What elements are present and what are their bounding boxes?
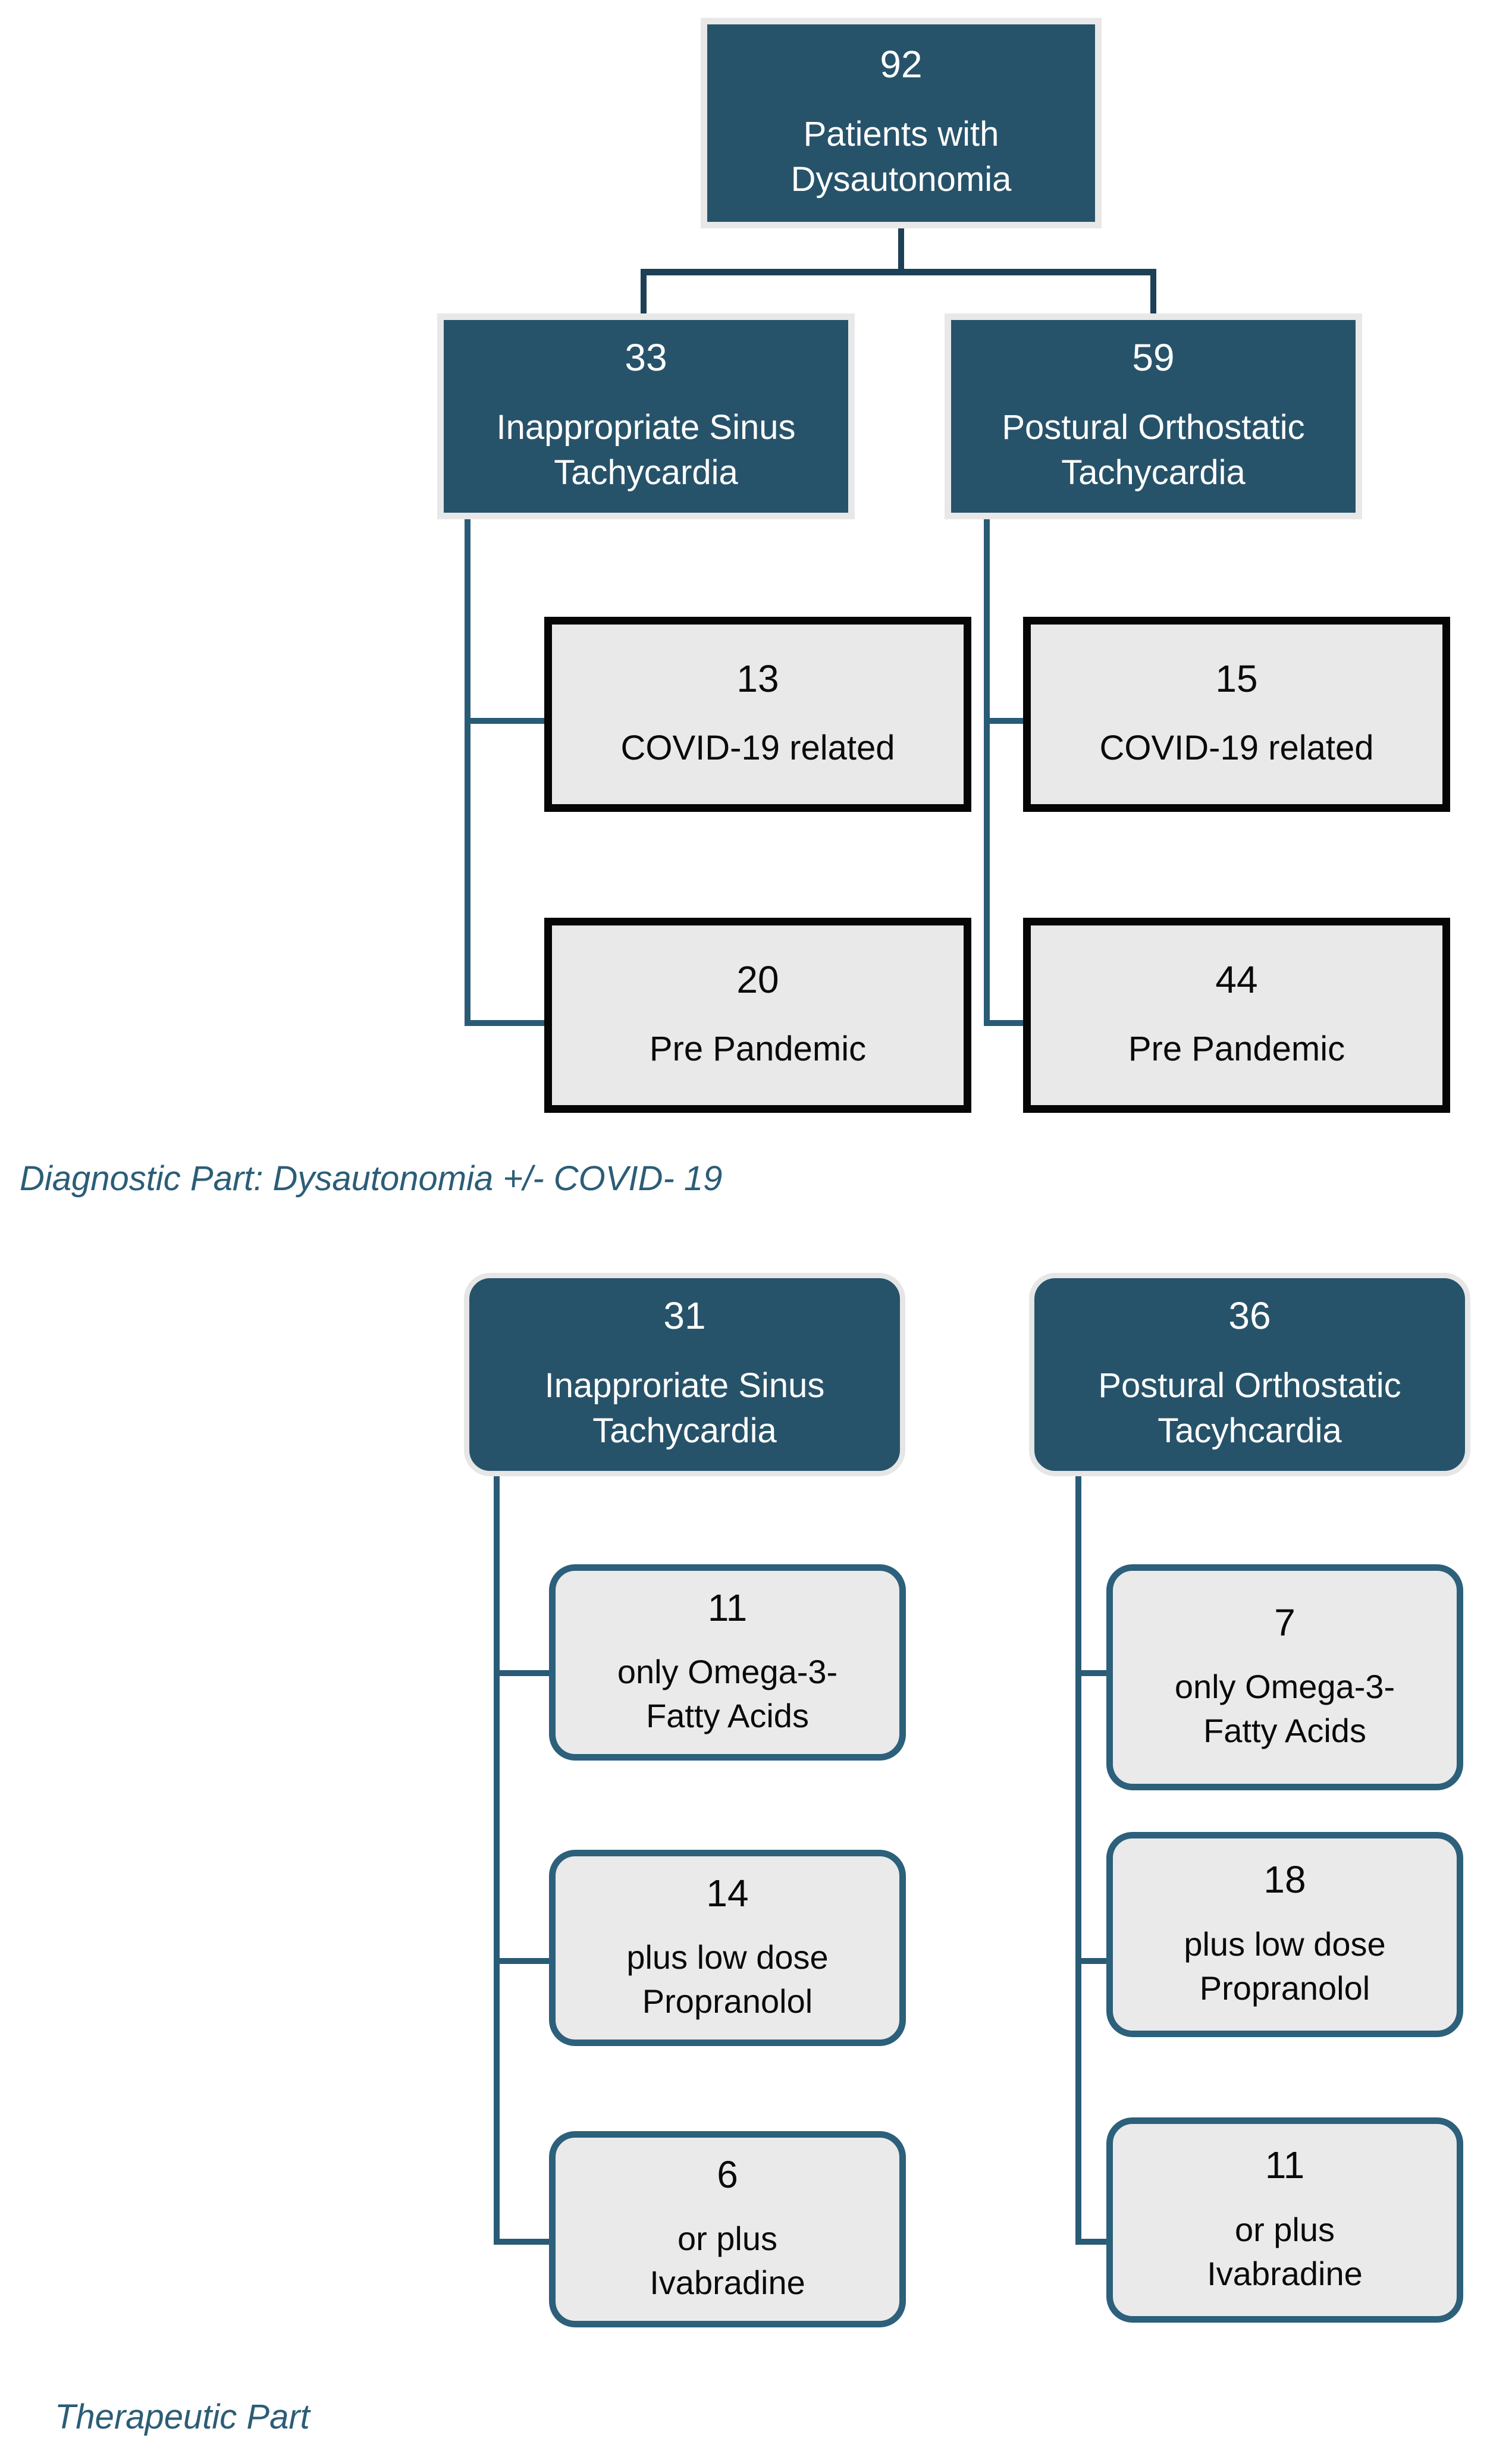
connector-pot-branch-prepandemic — [984, 1020, 1023, 1026]
node-count: 31 — [663, 1294, 706, 1338]
node-label: only Omega-3- Fatty Acids — [1174, 1668, 1395, 1750]
therapeutic-part-label: Therapeutic Part — [55, 2398, 310, 2436]
node-label: Pre Pandemic — [649, 1029, 867, 1068]
node-count: 18 — [1263, 1858, 1306, 1902]
node-label: Inappropriate Sinus Tachycardia — [496, 407, 796, 492]
diagnostic-part-label: Diagnostic Part: Dysautonomia +/- COVID-… — [20, 1159, 723, 1198]
flow-node-18-plus-propranolol: 18 plus low dose Propranolol — [1106, 1832, 1463, 2037]
connector-pot-branch-propranolol — [1075, 1958, 1106, 1964]
flow-node-7-only-omega3: 7 only Omega-3- Fatty Acids — [1106, 1564, 1463, 1790]
connector-root-stem — [898, 228, 904, 274]
node-count: 44 — [1215, 958, 1258, 1001]
node-count: 11 — [707, 1586, 748, 1629]
connector-pot-branch-omega3 — [1075, 1670, 1106, 1676]
flow-node-14-plus-propranolol: 14 plus low dose Propranolol — [549, 1850, 906, 2046]
connector-pot-branch-covid — [984, 718, 1023, 724]
connector-ist-branch-omega3 — [494, 1670, 549, 1676]
connector-drop-right — [1150, 269, 1156, 313]
node-count: 14 — [706, 1871, 749, 1915]
flow-node-11-only-omega3: 11 only Omega-3- Fatty Acids — [549, 1564, 906, 1761]
node-label: Patients with Dysautonomia — [790, 114, 1012, 199]
node-label: or plus Ivabradine — [1207, 2210, 1363, 2292]
node-label: plus low dose Propranolol — [1184, 1925, 1386, 2007]
node-count: 33 — [625, 336, 667, 379]
flow-node-11-plus-ivabradine: 11 or plus Ivabradine — [1106, 2117, 1463, 2323]
flow-node-44-pre-pandemic: 44 Pre Pandemic — [1023, 918, 1450, 1113]
flow-node-92-patients-dysautonomia: 92 Patients with Dysautonomia — [701, 18, 1102, 228]
connector-ist-therapy-trunk — [494, 1476, 500, 2245]
node-count: 7 — [1274, 1601, 1295, 1644]
node-label: Postural Orthostatic Tachycardia — [1002, 407, 1305, 492]
flow-node-6-plus-ivabradine: 6 or plus Ivabradine — [549, 2131, 906, 2327]
connector-pot-therapy-trunk — [1075, 1476, 1081, 2245]
connector-ist-trunk — [465, 519, 470, 1026]
node-label: Inapproriate Sinus Tachycardia — [544, 1366, 825, 1451]
flow-node-13-covid-related: 13 COVID-19 related — [544, 617, 971, 812]
flow-node-31-ist-therapy: 31 Inapproriate Sinus Tachycardia — [464, 1273, 905, 1476]
node-count: 13 — [736, 657, 779, 700]
node-count: 15 — [1215, 657, 1258, 700]
connector-ist-branch-propranolol — [494, 1958, 549, 1964]
node-label: Postural Orthostatic Tacyhcardia — [1098, 1366, 1401, 1451]
node-count: 36 — [1228, 1294, 1271, 1338]
connector-ist-branch-covid — [465, 718, 544, 724]
connector-drop-left — [641, 269, 647, 313]
node-count: 92 — [880, 43, 923, 86]
flow-node-20-pre-pandemic: 20 Pre Pandemic — [544, 918, 971, 1113]
node-label: COVID-19 related — [620, 728, 895, 767]
node-label: plus low dose Propranolol — [626, 1938, 829, 2020]
flow-node-33-inappropriate-sinus-tachycardia: 33 Inappropriate Sinus Tachycardia — [437, 313, 855, 519]
node-count: 6 — [717, 2153, 738, 2196]
node-label: Pre Pandemic — [1128, 1029, 1345, 1068]
connector-pot-branch-ivabradine — [1075, 2239, 1106, 2245]
node-count: 59 — [1132, 336, 1175, 379]
node-count: 11 — [1265, 2144, 1305, 2187]
node-label: COVID-19 related — [1099, 728, 1374, 767]
flow-node-15-covid-related: 15 COVID-19 related — [1023, 617, 1450, 812]
connector-ist-branch-ivabradine — [494, 2239, 549, 2245]
node-label: only Omega-3- Fatty Acids — [617, 1653, 838, 1735]
connector-root-horizontal — [641, 269, 1156, 275]
connector-ist-branch-prepandemic — [465, 1020, 544, 1026]
flow-node-59-postural-orthostatic-tachycardia: 59 Postural Orthostatic Tachycardia — [945, 313, 1362, 519]
flow-node-36-pots-therapy: 36 Postural Orthostatic Tacyhcardia — [1029, 1273, 1470, 1476]
connector-pot-trunk — [984, 519, 990, 1026]
node-count: 20 — [736, 958, 779, 1001]
node-label: or plus Ivabradine — [650, 2220, 805, 2302]
